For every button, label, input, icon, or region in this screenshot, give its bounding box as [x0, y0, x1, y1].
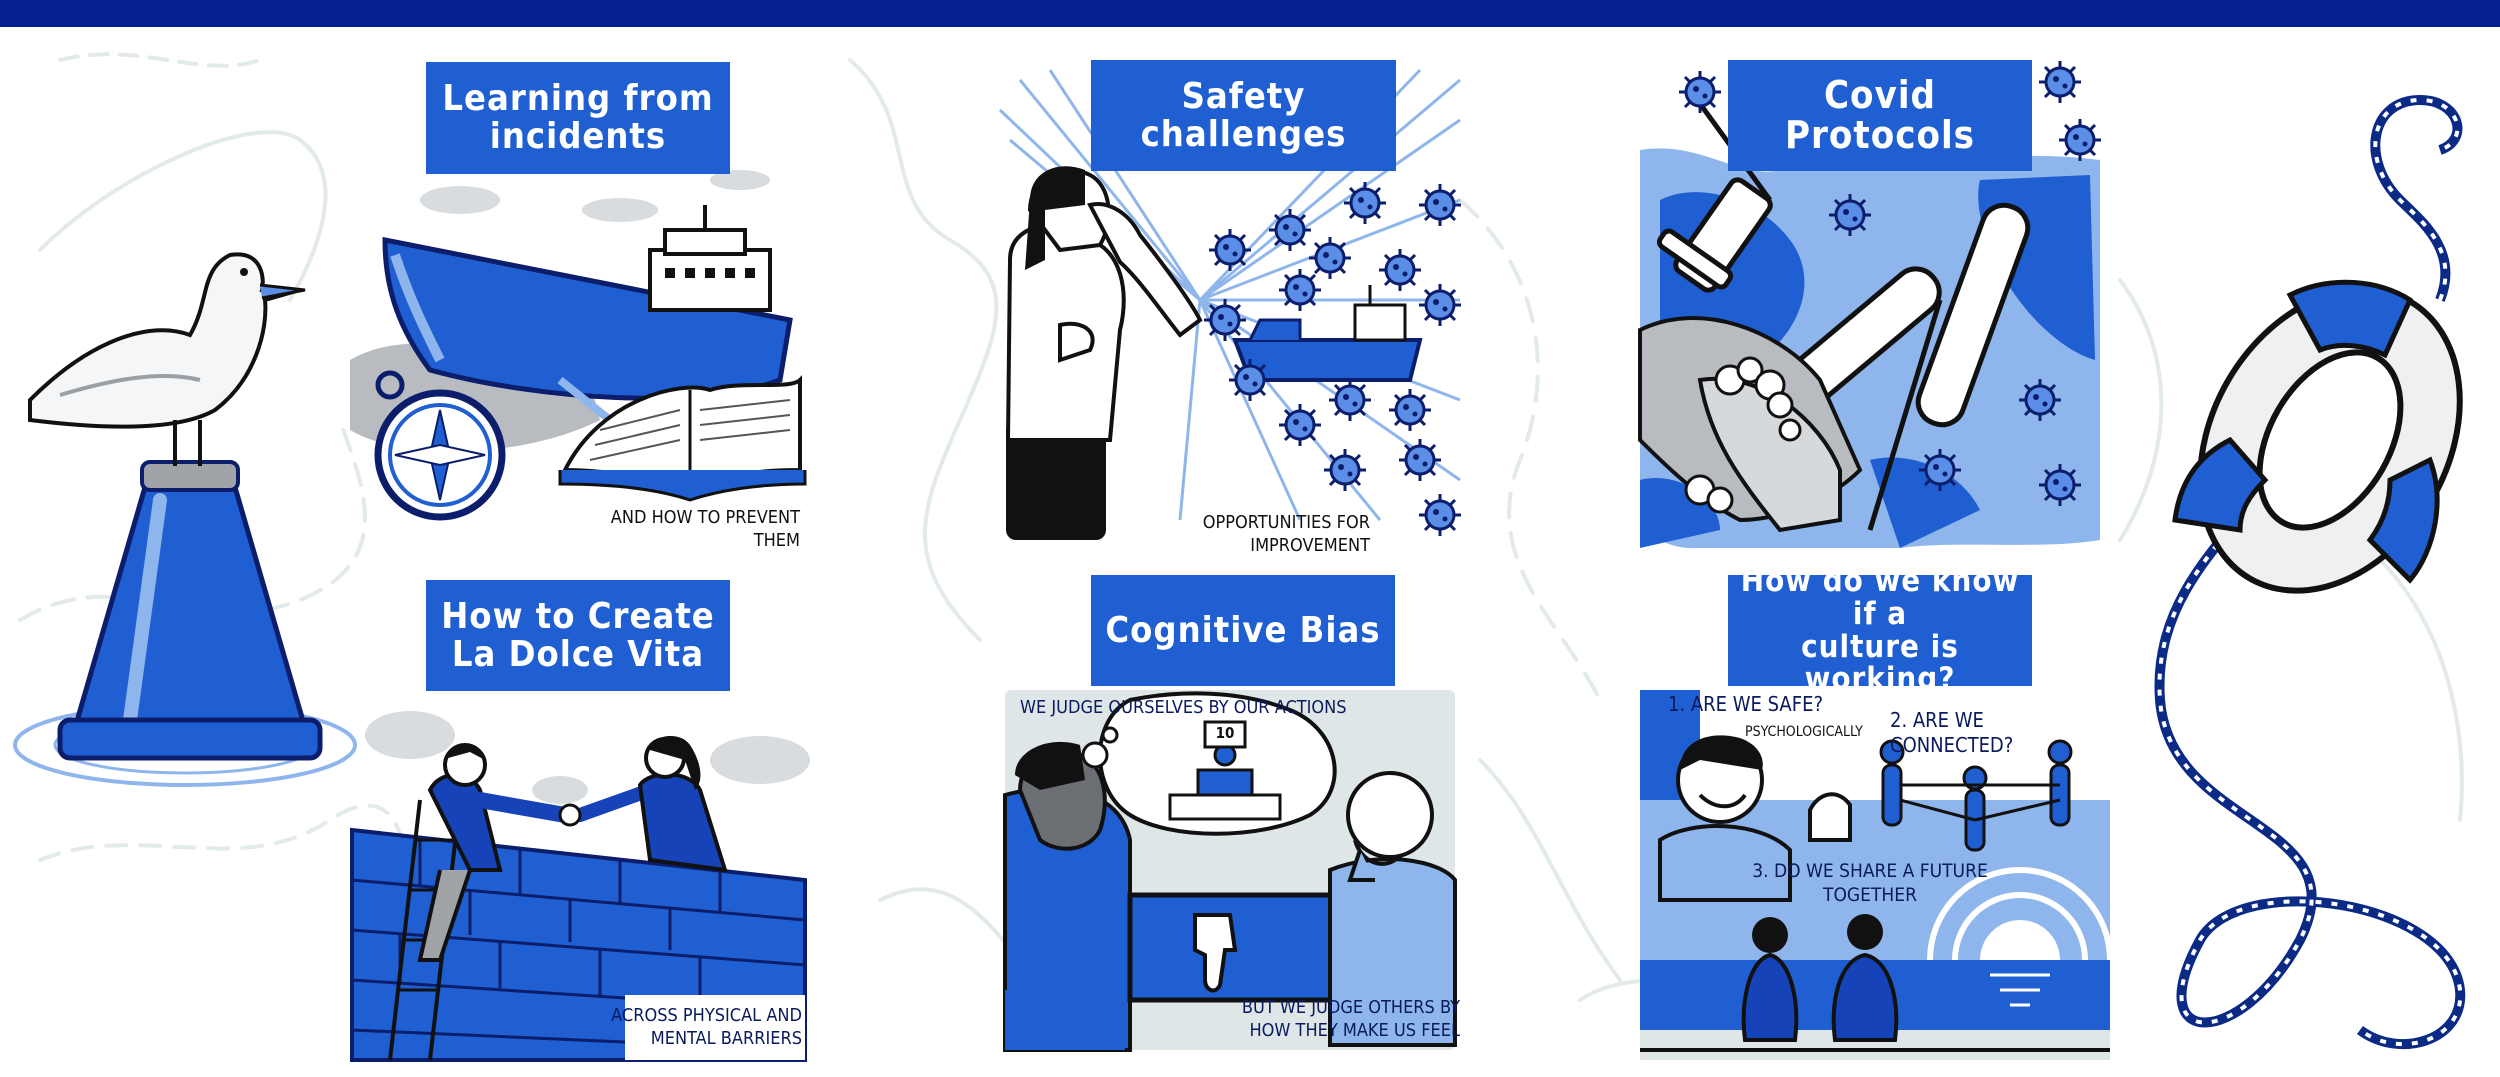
lifebuoy-with-rope-illustration [2154, 94, 2466, 1050]
wall-handshake-illustration [350, 711, 810, 1062]
bias-score-card: 10 [1215, 724, 1235, 742]
bias-bottom-text: But we judge others by how they make us … [1241, 997, 1460, 1041]
title-covid-protocols: Covid Protocols [1728, 60, 2032, 171]
covid-tests-handwash-illustration [1638, 59, 2103, 549]
title-culture-working: How do we know if a culture is working? [1728, 565, 2032, 695]
seagull-on-buoy-illustration [13, 252, 357, 787]
culture-q2: 2. Are we connected? [1890, 708, 2014, 757]
caption-opportunities: Opportunities for improvement [1202, 512, 1370, 556]
sneezing-woman-ship-illustration [998, 68, 1463, 540]
caption-prevent: And how to prevent them [610, 507, 800, 551]
top-bar [0, 0, 2500, 27]
title-safety-challenges: Safety challenges [1091, 60, 1396, 171]
title-cognitive-bias: Cognitive Bias [1091, 575, 1395, 686]
ship-compass-book-illustration [350, 170, 807, 521]
title-learning-from-incidents: Learning from incidents [426, 62, 730, 174]
title-la-dolce-vita: How to Create La Dolce Vita [426, 580, 730, 691]
culture-q1: 1. Are we safe? [1668, 692, 1823, 716]
caption-barriers: Across physical and mental barriers [611, 1005, 802, 1049]
bias-top-text: We judge ourselves by our actions [1020, 697, 1347, 718]
culture-working-illustration [1640, 690, 2113, 1060]
culture-q1-sub: Psychologically [1745, 724, 1863, 740]
cognitive-bias-illustration [1003, 690, 1457, 1052]
culture-q3: 3. Do we share a future together [1752, 860, 1988, 906]
